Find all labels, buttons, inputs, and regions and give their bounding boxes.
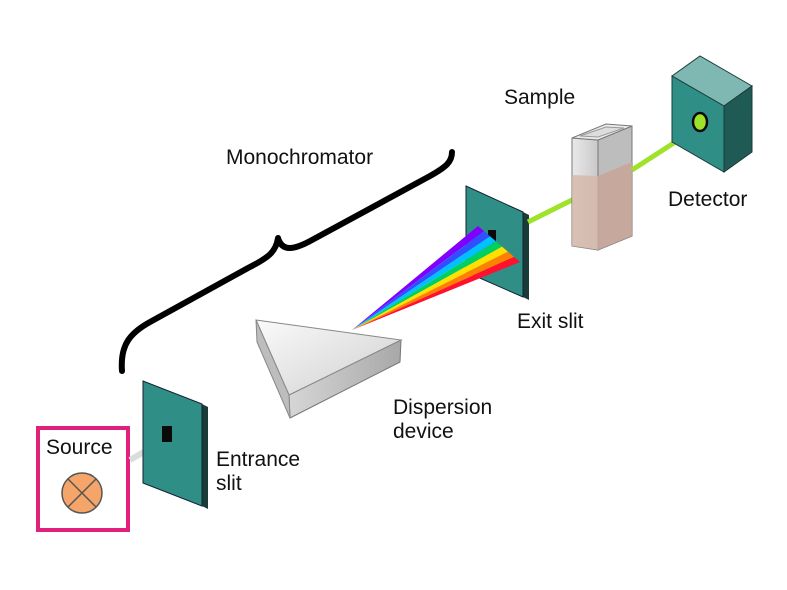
lamp-cross-b — [67, 478, 97, 508]
label-source: Source — [46, 436, 113, 459]
label-sample: Sample — [504, 86, 576, 109]
monochromator-brace — [118, 149, 455, 374]
exit-slit-opening — [488, 230, 496, 244]
label-dispersion-line1: Dispersion — [393, 396, 493, 419]
cuvette-opening — [579, 126, 625, 138]
dispersion-prism — [255, 319, 403, 419]
spectrum-band — [352, 251, 514, 330]
prism-side — [255, 319, 291, 419]
spectrum-fan — [352, 226, 520, 330]
label-monochromator: Monochromator — [226, 146, 374, 169]
detector-aperture — [691, 111, 709, 133]
spectrum-band — [352, 241, 502, 330]
entrance-slit — [142, 380, 208, 509]
entrance-slit-plate — [142, 380, 203, 507]
label-exit-slit: Exit slit — [517, 310, 584, 333]
label-dispersion-line2: device — [393, 420, 454, 443]
source — [36, 426, 130, 532]
exit-slit-edge — [523, 212, 529, 300]
cuvette-liquid — [598, 162, 632, 250]
label-detector: Detector — [668, 188, 748, 211]
spectrum-band — [352, 246, 508, 330]
detector — [671, 55, 753, 173]
entrance-slit-opening — [162, 426, 172, 442]
entrance-slit-edge — [202, 404, 208, 509]
spectrum-band — [352, 256, 520, 330]
spectrum-band — [352, 226, 484, 330]
spectrum-band — [352, 231, 490, 330]
source-frame — [36, 426, 130, 532]
label-entrance-line1: Entrance — [216, 448, 301, 471]
sample-cuvette — [571, 123, 633, 251]
cuvette-liquid-front — [572, 175, 598, 250]
label-entrance-line2: slit — [216, 472, 242, 495]
spectrum-band — [352, 236, 496, 330]
green-beam-to-sample — [526, 193, 582, 225]
